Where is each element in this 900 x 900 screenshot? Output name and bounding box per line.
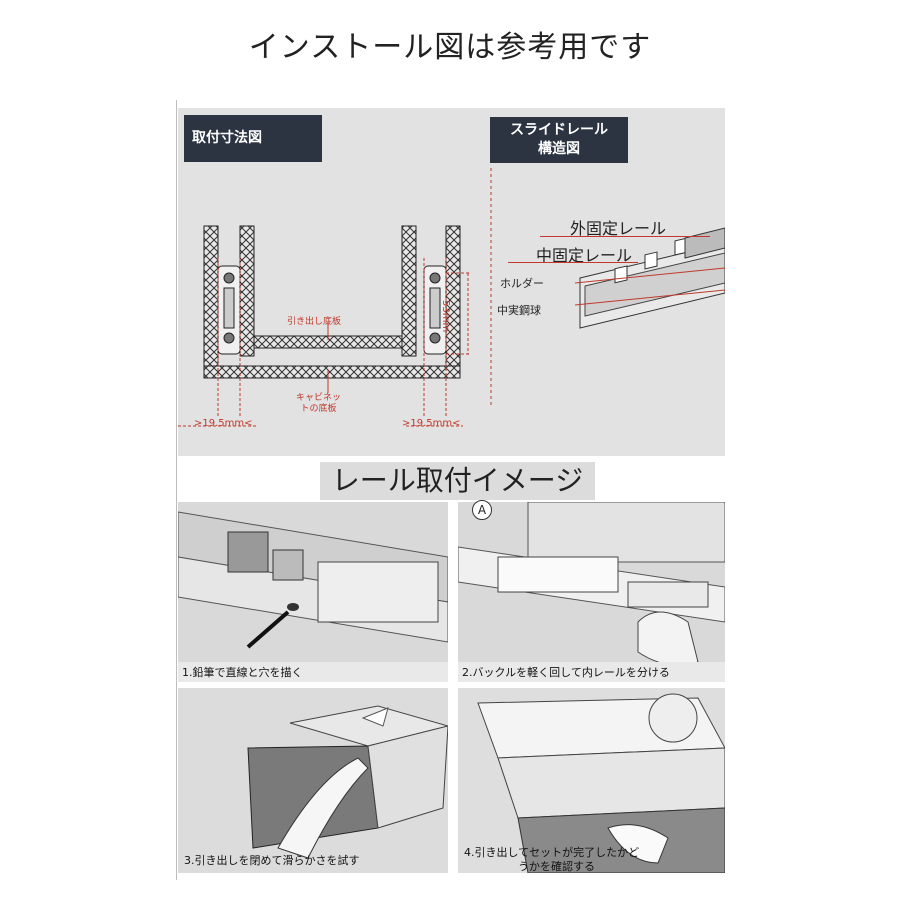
step-2-caption: 2.バックルを軽く回して内レールを分ける	[462, 666, 670, 679]
step-4-caption-line1: 4.引き出してセットが完了したかど	[464, 846, 640, 859]
middle-rail-leader	[508, 262, 638, 263]
step-3-caption: 3.引き出しを閉めて滑らかさを試す	[184, 854, 360, 867]
install-title: レール取付イメージ	[320, 462, 595, 500]
left-gap-dimension: >19.5mm<	[194, 418, 253, 429]
page-title: インストール図は参考用です	[248, 30, 652, 65]
step-1-photo	[178, 502, 448, 682]
holder-label: ホルダー	[500, 277, 544, 290]
slide-rail-structure-drawing	[575, 227, 725, 329]
structure-label-line2: 構造図	[538, 141, 580, 157]
mounting-dimension-drawing	[178, 168, 492, 427]
left-drawer-side	[239, 225, 255, 357]
right-drawer-side	[401, 225, 417, 357]
height-dimension: 53mm	[440, 300, 451, 333]
step-4-caption: 4.引き出してセットが完了したかど うかを確認する	[464, 846, 639, 874]
step-1-caption: 1.鉛筆で直線と穴を描く	[182, 666, 303, 679]
structure-label: スライドレール 構造図	[490, 117, 628, 163]
cabinet-bottom-label-line2: トの底板	[300, 404, 337, 414]
middle-rail-label: 中固定レール	[536, 246, 633, 265]
cabinet-bottom-label-line1: キャビネッ	[296, 393, 342, 403]
cabinet-bottom-board	[203, 365, 461, 379]
cabinet-bottom-label: キャビネッ トの底板	[296, 393, 341, 415]
left-cabinet-wall	[203, 225, 219, 379]
step-3-photo	[178, 688, 448, 873]
dimensions-label: 取付寸法図	[184, 115, 322, 162]
outer-rail-leader	[540, 236, 710, 237]
steel-ball-label: 中実鋼球	[497, 304, 541, 317]
structure-label-line1: スライドレール	[510, 122, 608, 138]
step-4-caption-line2: うかを確認する	[518, 860, 595, 873]
drawer-bottom-label: 引き出し底板	[287, 317, 342, 327]
left-border	[176, 100, 177, 880]
right-gap-dimension: >19.5mm<	[402, 418, 461, 429]
outer-rail-label: 外固定レール	[570, 219, 667, 238]
step-4-photo	[458, 688, 725, 873]
step-2-marker: A	[472, 500, 492, 520]
step-2-photo	[458, 502, 725, 682]
